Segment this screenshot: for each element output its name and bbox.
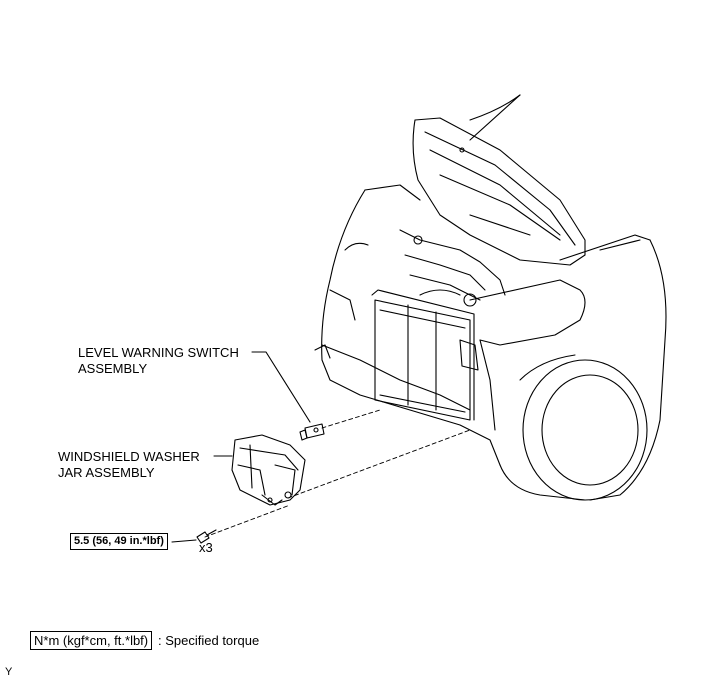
mounting-bolt [196, 529, 217, 544]
legend-unit-box: N*m (kgf*cm, ft.*lbf) [30, 631, 153, 650]
washer-jar-label: WINDSHIELD WASHER JAR ASSEMBLY [58, 449, 200, 481]
quantity-label: x3 [199, 540, 213, 555]
body-outline [314, 184, 667, 501]
corner-code: Y [5, 666, 13, 678]
installation-guide-lines [204, 409, 471, 538]
front-wheel [519, 354, 648, 501]
torque-value-box: 5.5 (56, 49 in.*lbf) [70, 533, 168, 550]
level-warning-switch-part [299, 423, 325, 441]
legend-text: : Specified torque [158, 633, 260, 648]
leader-lines [171, 351, 311, 543]
level-warning-switch-label-line1: LEVEL WARNING SWITCH [78, 345, 239, 360]
level-warning-switch-label-line2: ASSEMBLY [78, 361, 148, 376]
open-hood [412, 94, 586, 266]
level-warning-switch-label: LEVEL WARNING SWITCH ASSEMBLY [78, 345, 239, 377]
washer-jar-label-line1: WINDSHIELD WASHER [58, 449, 200, 464]
radiator-assembly [371, 229, 506, 421]
windshield-edge [559, 234, 651, 261]
washer-jar-part [231, 434, 306, 506]
washer-jar-label-line2: JAR ASSEMBLY [58, 465, 155, 480]
